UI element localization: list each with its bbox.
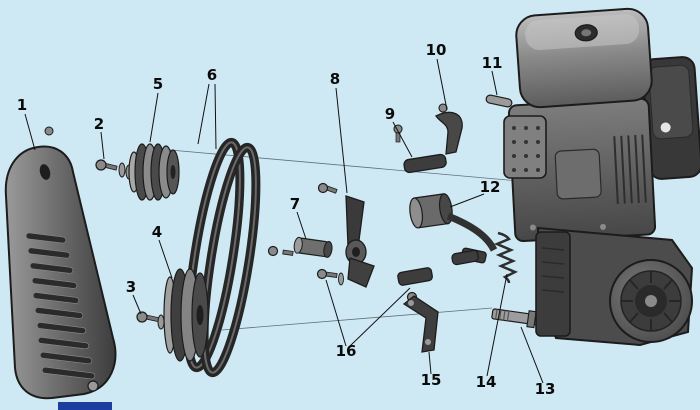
engine-assembly (503, 7, 700, 347)
callout-5: 5 (153, 75, 163, 93)
dowel-pin (485, 94, 513, 108)
cylinder-fins (613, 134, 647, 205)
l-bracket (402, 295, 439, 353)
callout-8: 8 (330, 70, 340, 88)
bottom-blue-bar (58, 402, 112, 410)
cover-nut (44, 126, 54, 136)
callout-2: 2 (94, 115, 104, 133)
hook-bracket (435, 103, 463, 155)
callout-1: 1 (17, 96, 27, 114)
leader-lines (24, 58, 544, 384)
fuel-tank (515, 7, 653, 109)
mounting-plate (393, 124, 447, 174)
callout-4: 4 (152, 223, 162, 241)
v-belts (183, 137, 261, 378)
callout-15: 15 (421, 371, 442, 389)
air-cleaner (641, 56, 700, 180)
callout-16: 16 (336, 342, 357, 360)
coupler-link (409, 193, 498, 264)
callout-7: 7 (290, 195, 300, 213)
drive-pulley (128, 143, 180, 201)
clutch-drum (609, 259, 693, 343)
driven-pulley (163, 268, 209, 362)
tensioner-arm (317, 182, 375, 288)
callout-14: 14 (476, 373, 497, 391)
callout-9: 9 (385, 105, 395, 123)
callout-12: 12 (480, 178, 501, 196)
gearbox-housing (535, 226, 694, 347)
air-cleaner-knob (660, 122, 671, 133)
output-shaft (491, 308, 545, 329)
callout-11: 11 (482, 54, 503, 72)
tension-spring (493, 231, 518, 284)
pulley-bolt-lower (136, 311, 165, 330)
cover-vent-slots (25, 232, 96, 380)
callout-10: 10 (426, 41, 447, 59)
callout-3: 3 (126, 278, 136, 296)
spacer-sleeve (267, 236, 333, 258)
callout-13: 13 (535, 380, 556, 398)
heat-shield (503, 115, 547, 179)
callout-6: 6 (207, 66, 217, 84)
belt-guard-cover (4, 126, 117, 400)
